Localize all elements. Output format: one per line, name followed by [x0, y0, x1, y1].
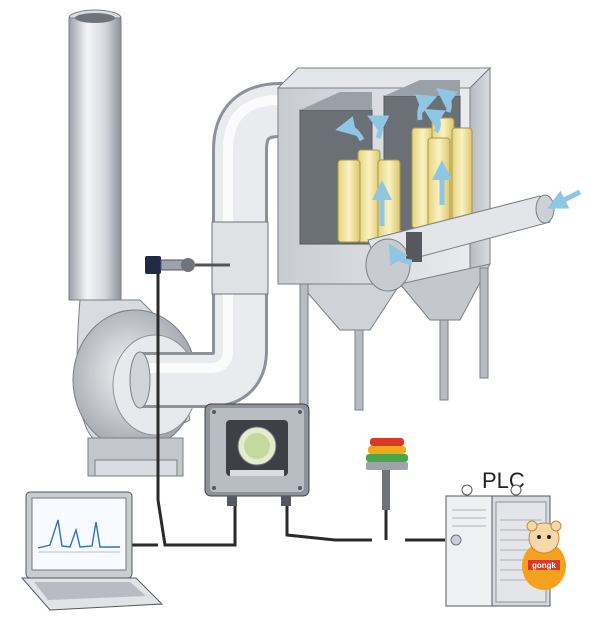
filter-cartridges [337, 117, 473, 243]
monitoring-computer [20, 491, 164, 611]
airflow-arrow-icon [335, 87, 582, 266]
controller-unit [204, 403, 310, 506]
plc-cabinet: PLC [445, 468, 551, 607]
sensor-probe [145, 256, 230, 274]
inlet-pipe [365, 194, 555, 292]
duct-pipe [129, 82, 330, 409]
exhaust-stack [68, 9, 122, 301]
cables [130, 274, 445, 547]
signal-beacon-icon [366, 438, 408, 510]
mascot-badge-text: gongk [532, 561, 557, 570]
mascot-icon: gongk [522, 520, 566, 590]
trend-graph [37, 519, 120, 549]
